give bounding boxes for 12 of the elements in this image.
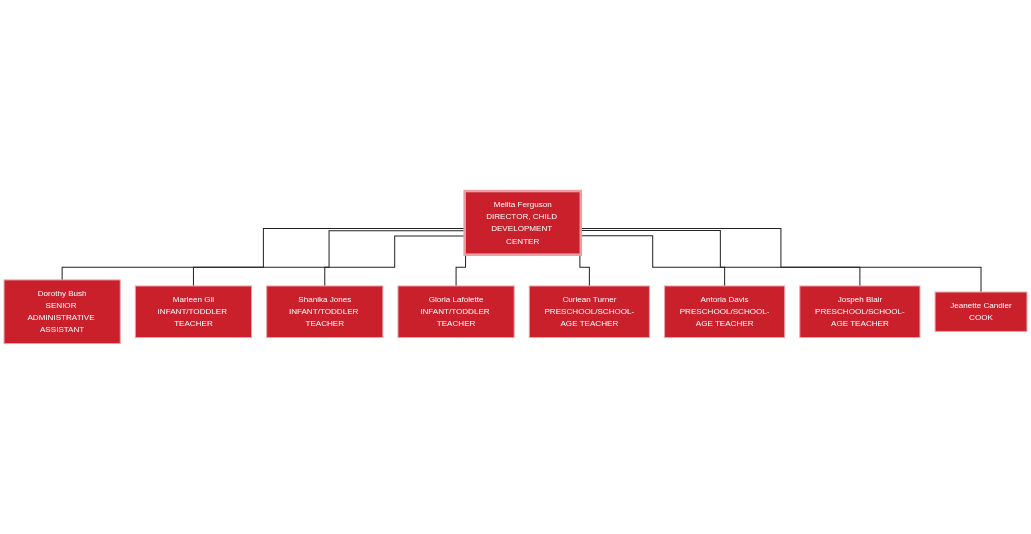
node-box: Curlean Turner PRESCHOOL/SCHOOL-AGE TEACHER xyxy=(528,285,650,338)
connector xyxy=(580,227,982,293)
node-box: Jeanette Candler COOK xyxy=(934,291,1028,332)
connector xyxy=(580,234,726,287)
node-box: Marleen Gil INFANT/TODDLER TEACHER xyxy=(134,285,253,338)
node-box: Melita Ferguson DIRECTOR, CHILD DEVELOPMENT CENTER xyxy=(463,189,583,256)
node-box: Gloria Lafolette INFANT/TODDLER TEACHER xyxy=(397,285,515,338)
connector xyxy=(580,229,861,287)
node-box: Shanika Jones INFANT/TODDLER TEACHER xyxy=(266,285,384,338)
node-box: Dorothy Bush SENIOR ADMINISTRATIVE ASSISTANT xyxy=(3,279,121,344)
node-box: Antoria Davis PRESCHOOL/SCHOOL-AGE TEACHER xyxy=(664,285,786,338)
node-box: Jospeh Blair PRESCHOOL/SCHOOL-AGE TEACHER xyxy=(799,285,921,338)
